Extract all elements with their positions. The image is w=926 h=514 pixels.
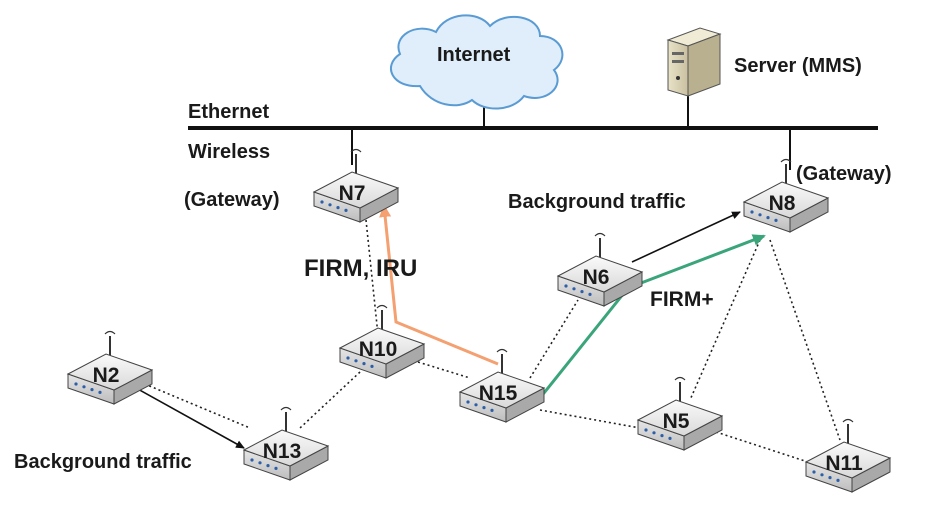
ethernet-label: Ethernet (188, 101, 269, 123)
node-label-n5: N5 (663, 410, 690, 433)
firm-iru-label: FIRM, IRU (304, 255, 417, 282)
router-node-n11: N11 (804, 418, 892, 493)
node-label-n8: N8 (769, 192, 796, 215)
router-node-n5: N5 (636, 376, 724, 451)
node-label-n2: N2 (93, 364, 120, 387)
server-label: Server (MMS) (734, 55, 862, 77)
background-traffic-arrow-top (631, 211, 741, 263)
node-label-n6: N6 (583, 266, 610, 289)
background-traffic-top-label: Background traffic (508, 191, 686, 213)
internet-label: Internet (437, 44, 511, 66)
node-label-n10: N10 (359, 338, 398, 361)
firm-plus-label: FIRM+ (650, 288, 714, 311)
router-node-n7: N7 (312, 148, 400, 223)
wireless-links (139, 219, 841, 463)
firm-plus-path (538, 234, 766, 399)
router-node-n2: N2 (66, 330, 154, 405)
firm-iru-path (379, 204, 499, 366)
node-label-n15: N15 (479, 382, 518, 405)
router-node-n10: N10 (338, 304, 426, 379)
router-node-n15: N15 (458, 348, 546, 423)
wireless-label: Wireless (188, 141, 270, 163)
router-node-n6: N6 (556, 232, 644, 307)
gateway-n8-label: (Gateway) (796, 163, 892, 185)
node-label-n11: N11 (825, 452, 863, 475)
router-node-n13: N13 (242, 406, 330, 481)
node-label-n7: N7 (339, 182, 366, 205)
node-label-n13: N13 (263, 440, 302, 463)
background-traffic-bottom-label: Background traffic (14, 451, 192, 473)
router-node-n8: N8 (742, 158, 830, 233)
server-icon (666, 27, 722, 97)
internet-cloud (389, 14, 564, 110)
gateway-n7-label: (Gateway) (184, 189, 280, 211)
